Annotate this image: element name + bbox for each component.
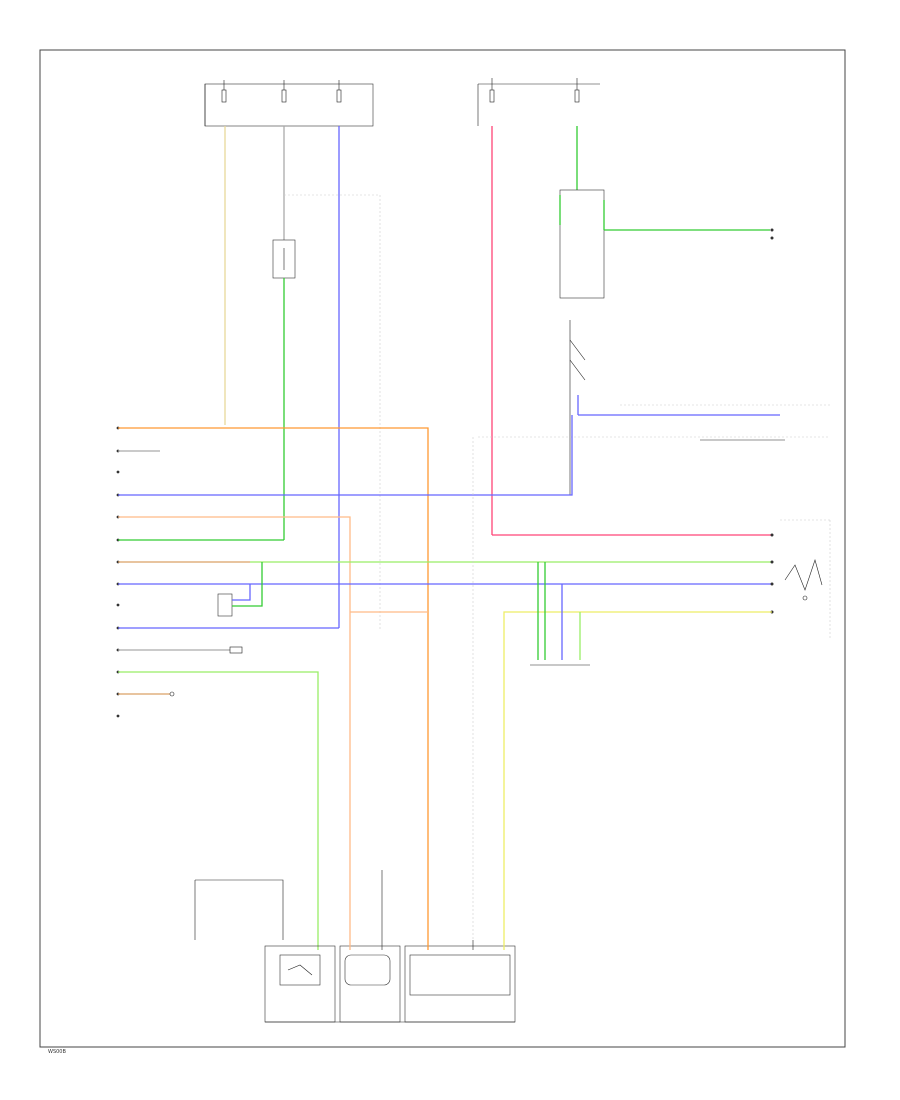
fuse-4	[489, 78, 495, 103]
right-pins	[770, 533, 774, 614]
bottom-connector	[194, 870, 383, 950]
left-connector	[116, 426, 120, 718]
transmission-connector	[530, 562, 590, 666]
fuse-2	[281, 80, 287, 103]
inline-fuse	[229, 646, 243, 654]
wire-orange-h2	[118, 516, 351, 940]
small-connector-left	[217, 562, 263, 617]
relay-left	[272, 239, 296, 279]
relay-right	[559, 189, 774, 299]
stopper-indicator	[169, 691, 175, 697]
fuse-5	[574, 78, 580, 103]
sensor-right	[780, 519, 831, 640]
fuse-block-right	[477, 78, 600, 126]
module-3	[404, 945, 516, 1023]
fuse-3	[336, 80, 342, 103]
switch-right	[569, 320, 586, 400]
fuse-1	[221, 80, 227, 103]
module-1	[264, 945, 336, 1023]
module-2	[339, 945, 401, 1023]
wire-yellow	[503, 611, 772, 940]
wire-blue-h1	[118, 415, 573, 496]
wire-orange-main	[118, 427, 429, 940]
wire-green-h2	[118, 671, 319, 940]
footer-code: WS00B	[48, 1049, 66, 1055]
fuse-block-left	[204, 80, 374, 127]
diagram-border	[39, 49, 846, 1048]
